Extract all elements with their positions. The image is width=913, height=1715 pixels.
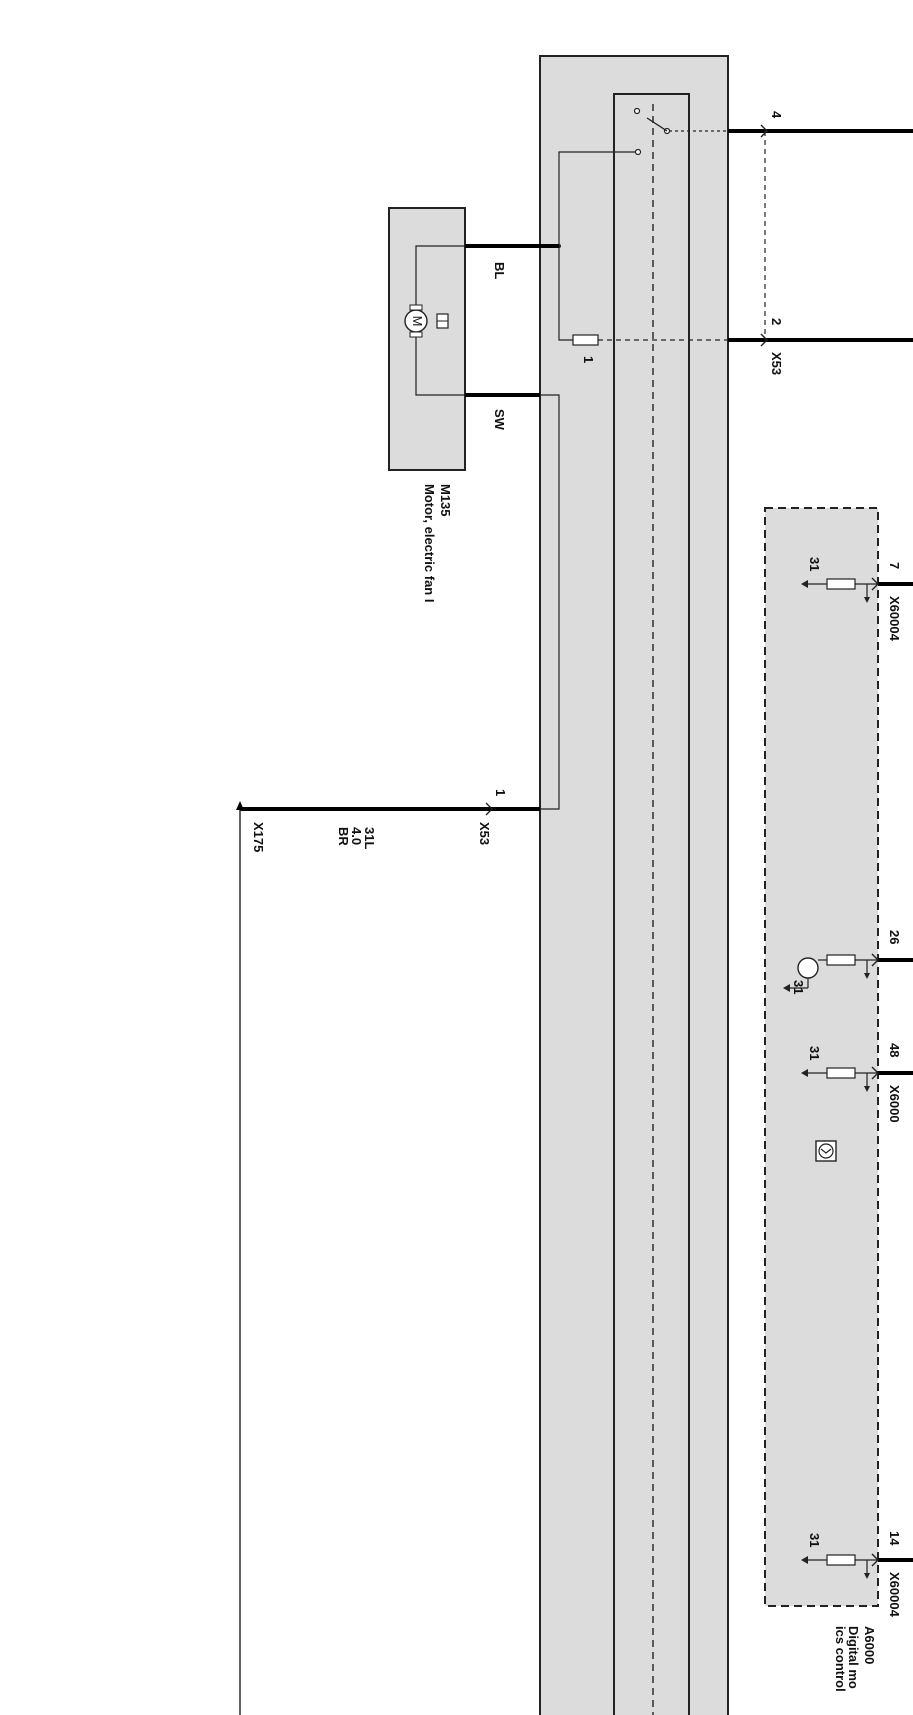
ground-connector-name: X53 (477, 822, 492, 845)
ground-wire-color: BR (336, 827, 351, 846)
dme-pin-26-ground-label: 31 (791, 980, 806, 994)
ground-pin: 1 (493, 789, 508, 796)
ground-point-arrow (236, 801, 244, 810)
fan-motor-id: M135 (438, 484, 453, 517)
dme-pin-7-ground-label: 31 (807, 557, 822, 571)
pin-4-connector-symbol (760, 124, 768, 138)
ground-point-name: X175 (251, 822, 266, 852)
relay-switch-arm (646, 117, 668, 132)
relay-pin-4: 4 (769, 111, 784, 119)
dme-name-line-2: ics control (833, 1626, 848, 1692)
ground-wire-function: 31L (362, 827, 377, 849)
dme-pin-7-arrow-icon (864, 597, 870, 603)
dme-pin-7-connector-name: X60004 (887, 596, 902, 642)
engine-control-icon (815, 1140, 837, 1162)
dme-control-unit-box (764, 507, 879, 1607)
relay-fuse-label: 1 (581, 356, 596, 363)
dme-pin-14-number: 14 (887, 1531, 902, 1546)
motor-internal-wire-bottom (415, 334, 465, 396)
motor-symbol-label: M (410, 316, 425, 327)
relay-inner-box (613, 93, 690, 1715)
wire-bl-label: BL (492, 262, 507, 279)
dme-pin-7-ground-icon (801, 580, 808, 588)
dme-pin-14-arrow-icon (864, 1573, 870, 1579)
relay-internal-wire-1 (558, 151, 636, 246)
relay-internal-wire-2 (558, 246, 573, 341)
dme-pin-26-group: 31 26 (783, 930, 913, 994)
ground-internal-wire (540, 394, 560, 810)
relay-fuse-resistor (572, 334, 599, 346)
pin-2-connector-symbol (760, 333, 768, 347)
transistor-icon (797, 957, 819, 979)
wire-sw-label: SW (492, 409, 507, 431)
relay-contact-nc (634, 148, 642, 156)
dme-pin-48-ground-icon (801, 1069, 808, 1077)
relay-connector-name: X53 (769, 352, 784, 375)
dme-id: A6000 (862, 1626, 877, 1664)
dme-pin-48-arrow-icon (864, 1086, 870, 1092)
dme-pin-26-resistor (826, 954, 856, 966)
dme-pin-26-number: 26 (887, 930, 902, 944)
dme-pin-14-ground-label: 31 (807, 1533, 822, 1547)
dme-pin-7-number: 7 (887, 562, 902, 569)
fan-motor-box (388, 207, 466, 471)
relay-pin-2: 2 (769, 318, 784, 325)
dme-pin-7-group: 31 7 X60004 (801, 557, 913, 642)
motor-brush-top (409, 304, 423, 311)
dme-pin-14-group: 31 14 X60004 (801, 1531, 913, 1618)
motor-brush-bottom (409, 331, 423, 338)
motor-internal-wire-top (415, 245, 465, 321)
dme-name-line-1: Digital mo (846, 1626, 861, 1689)
relay-contact-common (633, 107, 641, 115)
dme-pin-48-resistor (826, 1067, 856, 1079)
dme-pin-14-resistor (826, 1554, 856, 1566)
dme-pin-14-connector-name: X60004 (887, 1572, 902, 1618)
dme-pin-48-number: 48 (887, 1043, 902, 1057)
dme-pin-48-group: 31 48 X6000 (801, 1043, 913, 1123)
dme-pin-48-connector-name: X6000 (887, 1085, 902, 1123)
dme-pin-14-ground-icon (801, 1556, 808, 1564)
dme-pin-7-resistor (826, 578, 856, 590)
dme-pin-26-ground-icon (783, 984, 790, 992)
dme-pin-26-arrow-icon (864, 973, 870, 979)
dme-pin-48-ground-label: 31 (807, 1046, 822, 1060)
fan-motor-name: Motor, electric fan I (422, 484, 437, 602)
ground-connector-symbol (485, 802, 493, 816)
ground-wire-size: 4.0 (349, 827, 364, 845)
